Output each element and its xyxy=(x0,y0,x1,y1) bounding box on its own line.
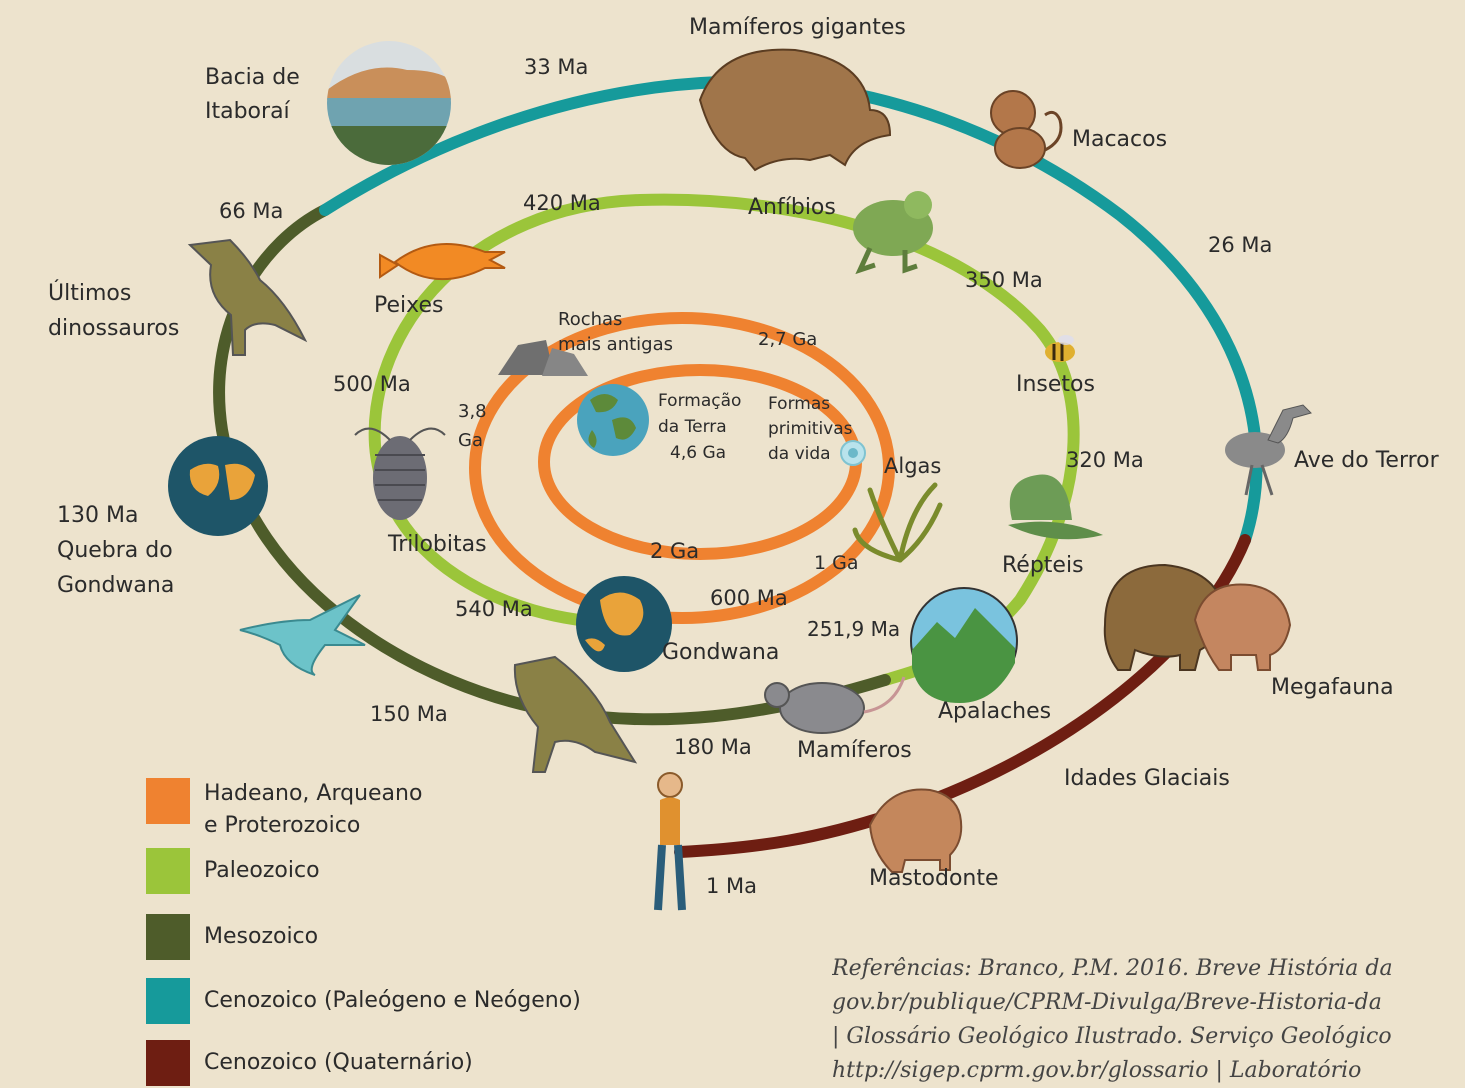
legend-swatch xyxy=(146,914,190,960)
ground-sloth-icon xyxy=(700,50,890,170)
reference-line: | Glossário Geológico Ilustrado. Serviço… xyxy=(832,1020,1465,1054)
label-600-ma: 600 Ma xyxy=(710,586,788,610)
label-mastodonte: Mastodonte xyxy=(869,866,999,891)
cell-icon xyxy=(841,441,865,465)
trilobite-icon xyxy=(355,429,445,520)
label-2-7-ga: 2,7 Ga xyxy=(758,329,817,350)
label-2-ga: 2 Ga xyxy=(650,539,699,563)
label-repteis: Répteis xyxy=(1002,553,1084,578)
bird-icon xyxy=(240,595,365,675)
reference-line: http://sigep.cprm.gov.br/glossario | Lab… xyxy=(832,1054,1465,1088)
frog-icon xyxy=(853,191,933,270)
label-33-ma: 33 Ma xyxy=(524,55,588,79)
gondwana-globe-icon xyxy=(168,436,268,536)
label-quebra-gondwana: Quebra do Gondwana xyxy=(57,538,180,598)
label-500-ma: 500 Ma xyxy=(333,372,411,396)
label-mamiferos-gigantes: Mamíferos gigantes xyxy=(689,15,906,40)
label-peixes: Peixes xyxy=(374,293,443,318)
human-icon xyxy=(658,773,682,910)
legend-swatch xyxy=(146,778,190,824)
megafauna-icon xyxy=(1105,565,1290,670)
mastodon-icon xyxy=(870,789,961,872)
label-gondwana: Gondwana xyxy=(662,640,779,665)
label-apalaches: Apalaches xyxy=(938,699,1051,724)
legend-swatch xyxy=(146,848,190,894)
dimetrodon-icon xyxy=(1008,475,1103,540)
legend-label: Cenozoico (Quaternário) xyxy=(204,1047,473,1079)
label-350-ma: 350 Ma xyxy=(965,268,1043,292)
label-formacao-terra: Formação da Terra 4,6 Ga xyxy=(658,391,747,463)
label-540-ma: 540 Ma xyxy=(455,597,533,621)
label-insetos: Insetos xyxy=(1016,372,1095,397)
label-420-ma: 420 Ma xyxy=(523,191,601,215)
label-trilobitas: Trilobitas xyxy=(387,532,487,557)
landscape-photo-icon xyxy=(327,41,451,166)
label-megafauna: Megafauna xyxy=(1271,675,1394,700)
label-26-ma: 26 Ma xyxy=(1208,233,1272,257)
label-idades-glaciais: Idades Glaciais xyxy=(1064,766,1230,791)
label-320-ma: 320 Ma xyxy=(1066,448,1144,472)
gondwana-globe-icon xyxy=(576,576,672,672)
legend-swatch xyxy=(146,978,190,1024)
label-ave-terror: Ave do Terror xyxy=(1294,448,1440,473)
references: Referências: Branco, P.M. 2016. Breve Hi… xyxy=(832,952,1465,1088)
legend-swatch xyxy=(146,1040,190,1086)
legend-label: Paleozoico xyxy=(204,855,320,887)
label-bacia-itaborai: Bacia de Itaboraí xyxy=(205,65,307,124)
algae-icon xyxy=(855,485,940,560)
label-anfibios: Anfíbios xyxy=(748,195,836,220)
reference-line: Referências: Branco, P.M. 2016. Breve Hi… xyxy=(832,952,1465,986)
label-algas: Algas xyxy=(884,454,941,478)
monkey-icon xyxy=(991,91,1061,168)
reference-line: gov.br/publique/CPRM-Divulga/Breve-Histo… xyxy=(832,986,1465,1020)
label-ultimos-dinossauros: Últimos dinossauros xyxy=(48,280,179,341)
legend-label: Mesozoico xyxy=(204,921,318,953)
label-mamiferos: Mamíferos xyxy=(797,738,912,763)
label-1-ga: 1 Ga xyxy=(814,552,859,574)
dinosaur-icon xyxy=(190,240,305,355)
label-1-ma: 1 Ma xyxy=(706,874,757,898)
label-251-9-ma: 251,9 Ma xyxy=(807,617,900,641)
label-130-ma: 130 Ma xyxy=(57,503,138,528)
mountains-icon xyxy=(911,588,1017,703)
label-180-ma: 180 Ma xyxy=(674,735,752,759)
label-macacos: Macacos xyxy=(1072,127,1167,152)
earth-globe-icon xyxy=(577,384,649,456)
label-150-ma: 150 Ma xyxy=(370,702,448,726)
legend-label: Cenozoico (Paleógeno e Neógeno) xyxy=(204,985,581,1017)
legend-label: Hadeano, Arqueano e Proterozoico xyxy=(204,778,422,842)
label-66-ma: 66 Ma xyxy=(219,199,283,223)
